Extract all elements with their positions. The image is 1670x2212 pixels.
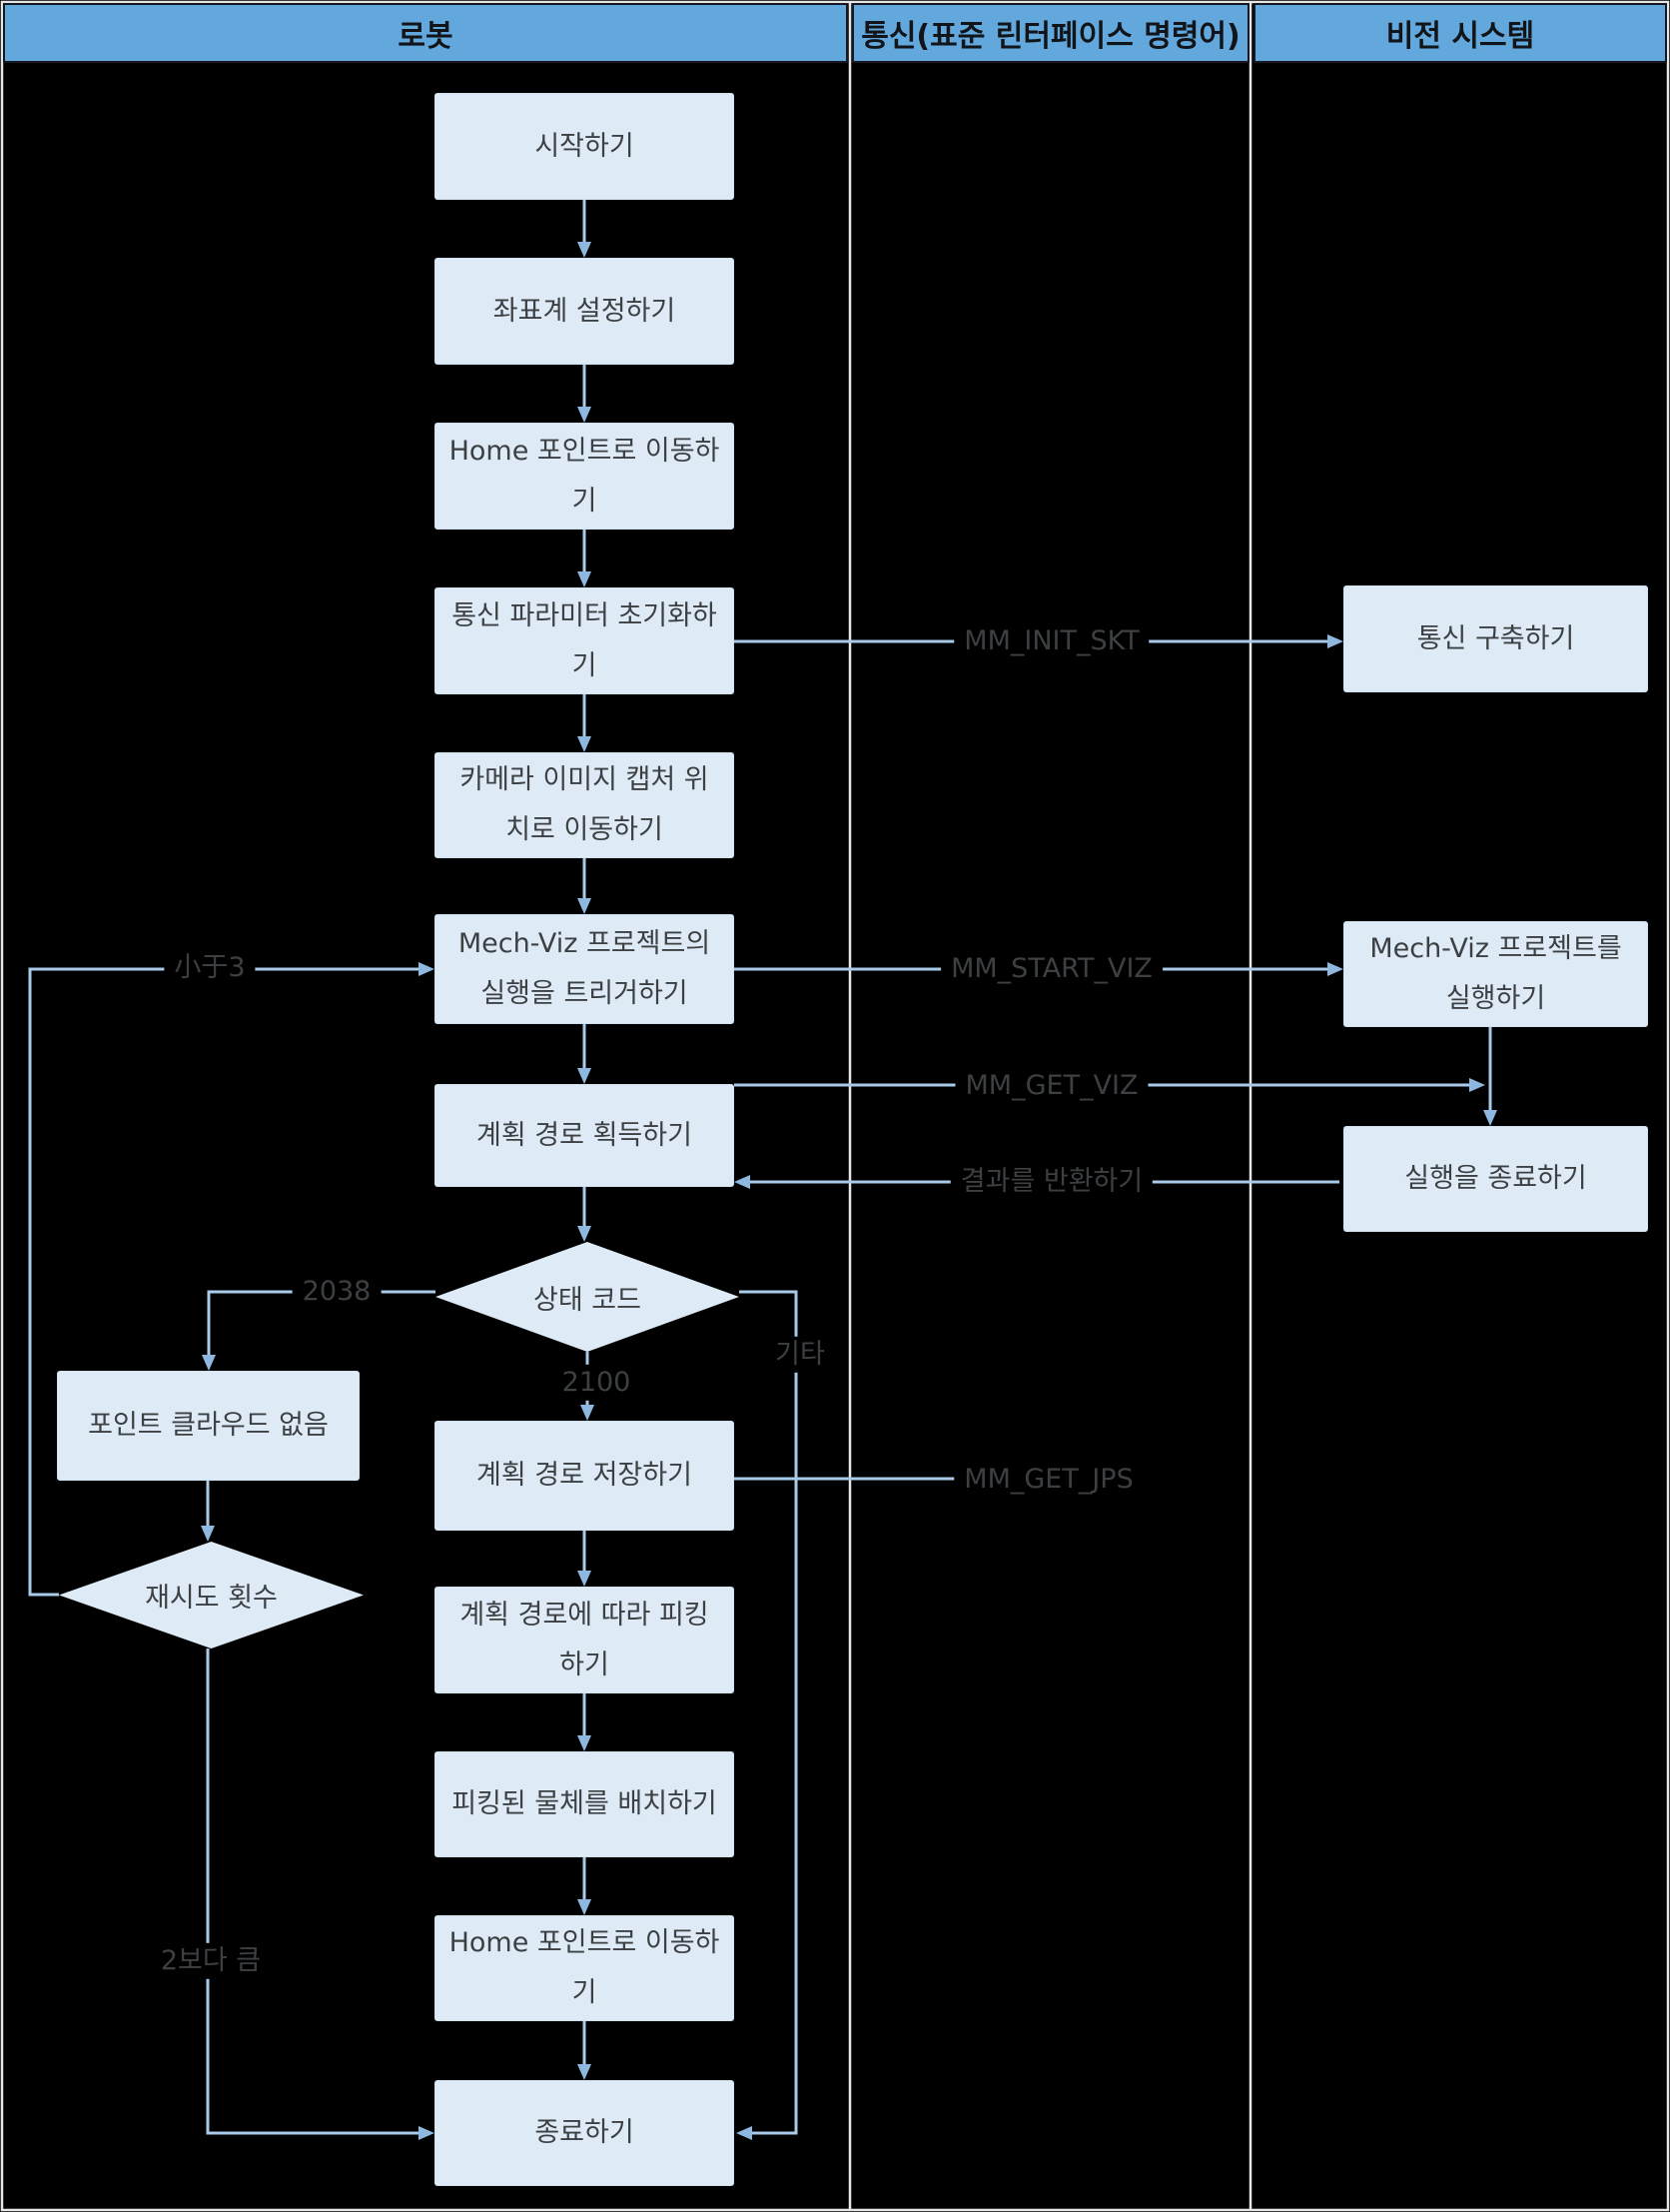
edge-label-mm-get-jps: MM_GET_JPS [954,1461,1144,1499]
edge-label-greater-than-2: 2보다 큼 [150,1942,272,1980]
node-build-communication: 통신 구축하기 [1343,585,1648,692]
edge-label-mm-get-viz: MM_GET_VIZ [955,1067,1149,1105]
edge-label-2100: 2100 [551,1364,641,1402]
node-end-execution: 실행을 종료하기 [1343,1126,1648,1232]
lane-header-comm: 통신(표준 린터페이스 명령어) [852,3,1250,63]
node-move-capture-position: 카메라 이미지 캡처 위치로 이동하기 [434,752,734,858]
node-move-home-1: Home 포인트로 이동하기 [434,423,734,530]
node-run-mechviz-project: Mech-Viz 프로젝트를 실행하기 [1343,921,1648,1027]
node-init-comm-params: 통신 파라미터 초기화하기 [434,587,734,694]
node-get-planned-path: 계획 경로 획득하기 [434,1084,734,1187]
node-start: 시작하기 [434,93,734,200]
node-pick-along-path: 계획 경로에 따라 피킹하기 [434,1587,734,1693]
edge-label-2038: 2038 [292,1273,382,1311]
node-move-home-2: Home 포인트로 이동하기 [434,1915,734,2021]
lane-header-robot: 로봇 [3,3,848,63]
edge-label-mm-start-viz: MM_START_VIZ [941,950,1163,988]
node-no-point-cloud: 포인트 클라우드 없음 [57,1371,360,1481]
node-trigger-mechviz: Mech-Viz 프로젝트의 실행을 트리거하기 [434,914,734,1024]
node-set-coordinates: 좌표계 설정하기 [434,258,734,365]
node-save-planned-path: 계획 경로 저장하기 [434,1421,734,1531]
edge-label-other: 기타 [765,1336,835,1374]
edge-retry-greaterthan2-end [206,1649,434,2140]
lane-header-vision: 비전 시스템 [1253,3,1667,63]
edge-label-less-than-3: 小于3 [164,949,256,987]
edge-statuscode-other-end [736,1290,798,2140]
node-end: 종료하기 [434,2080,734,2186]
edge-label-return-result: 결과를 반환하기 [950,1163,1154,1201]
node-place-picked-object: 피킹된 물체를 배치하기 [434,1751,734,1857]
edge-label-mm-init-skt: MM_INIT_SKT [954,622,1150,660]
